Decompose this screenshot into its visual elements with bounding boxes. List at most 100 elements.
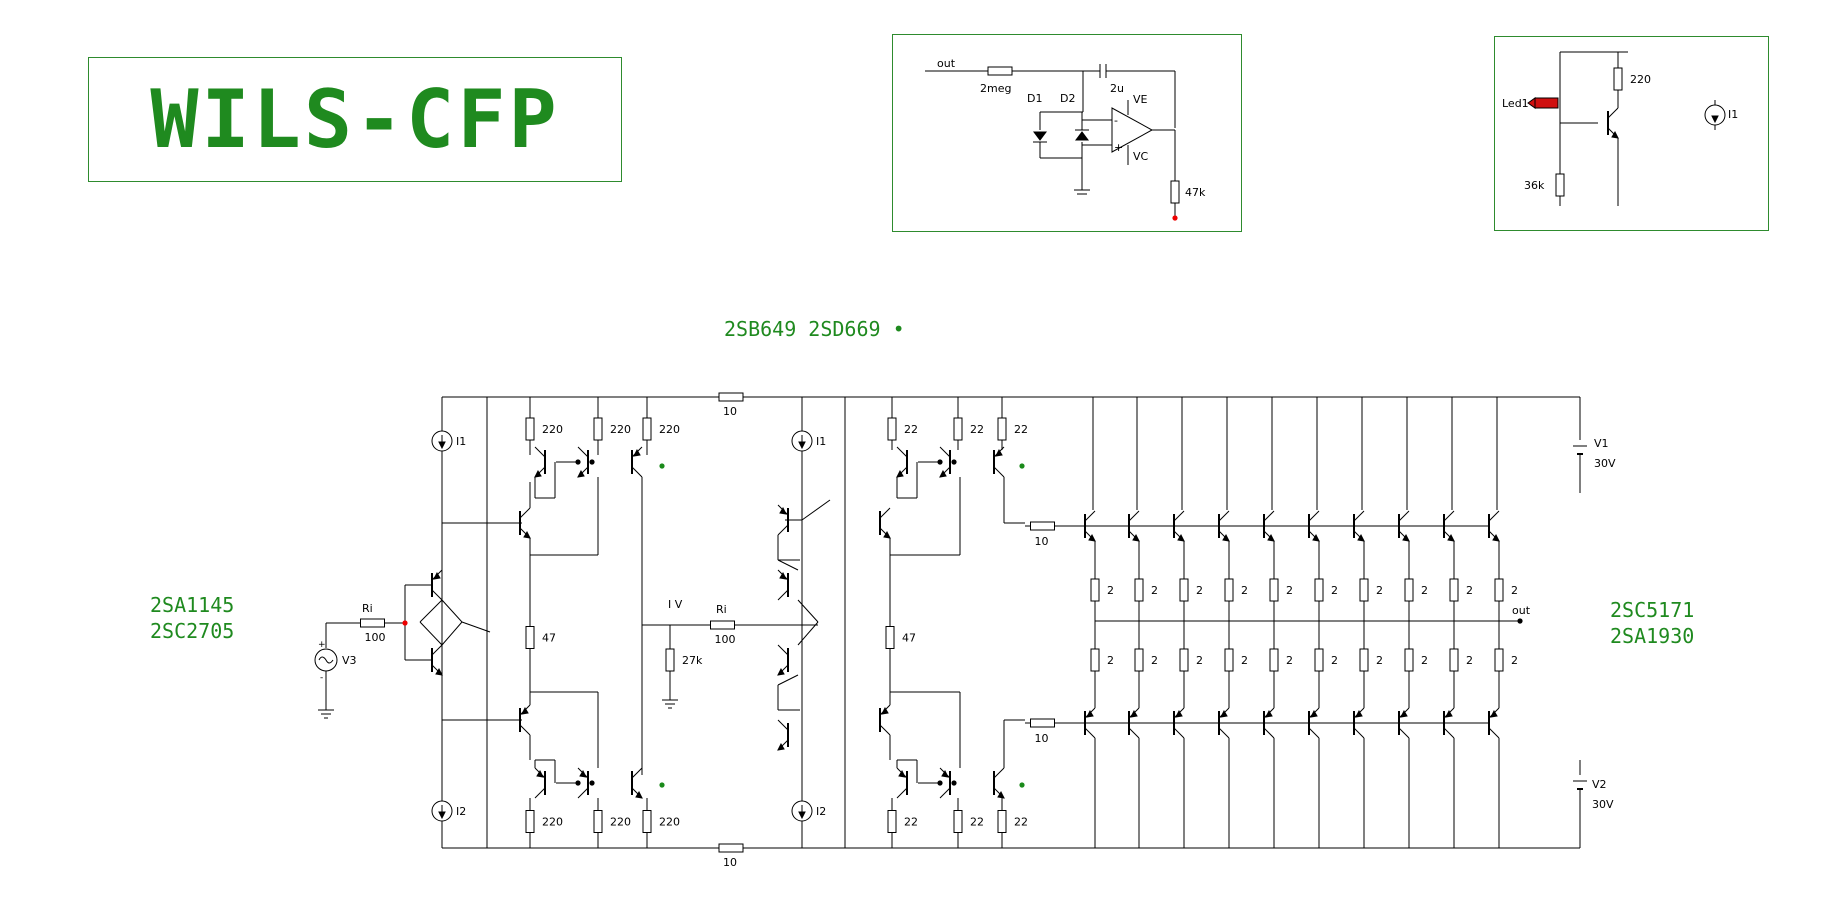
part-label-2sa1930: 2SA1930 [1610,624,1695,648]
output-npn-2 [1173,510,1185,542]
output-npn-8 [1443,510,1455,542]
current-arrow-head [798,441,806,450]
emitter-resistor-top-2 [1179,578,1189,602]
part-label-2sc2705: 2SC2705 [150,619,235,643]
resistor-47-stage2 [885,626,895,649]
emitter-resistor-bot-8 [1449,648,1459,672]
vas-bottom-driver [519,704,531,736]
output-pnp-7 [1398,707,1410,739]
resistor-22-top-2 [997,417,1007,441]
rail-resistor-bottom [718,843,744,853]
label-out-servo: out [937,57,956,70]
resistor-label: 2 [1331,584,1338,597]
resistor-22-bot-0 [887,810,897,833]
emitter-resistor-top-8 [1449,578,1459,602]
resistor-label: 2 [1466,584,1473,597]
gate-resistor-bottom [1030,718,1055,728]
emitter-resistor-top-6 [1359,578,1369,602]
resistor-220-top-0 [525,417,535,441]
resistor-27k [665,648,675,672]
mirror2-top-c [993,446,1005,478]
resistor-label: 47k [1185,186,1206,199]
bias-inset-frame [1494,36,1769,231]
mirror2-top-a [896,446,908,478]
resistor-label: 220 [610,816,631,829]
wire [419,621,443,646]
resistor-label: 10 [723,856,737,869]
output-pnp-5 [1308,707,1320,739]
output-pnp-1 [1128,707,1140,739]
junction-dot [937,459,943,465]
resistor-label: 47 [542,632,556,645]
servo-inset-frame [892,34,1242,232]
emitter-resistor-top-5 [1314,578,1324,602]
resistor-22-bot-2 [997,810,1007,833]
sine-symbol [318,656,334,664]
resistor-label: 22 [970,423,984,436]
servo-resistor-2meg [987,66,1013,76]
resistor-47-stage1 [525,626,535,649]
label-v2: V2 [1592,778,1607,791]
label-v1: V1 [1594,437,1609,450]
output-npn-3 [1218,510,1230,542]
resistor-label: 2 [1241,654,1248,667]
resistor-label: 100 [365,631,386,644]
cfp-bot-b [777,644,789,676]
resistor-label: 2 [1511,654,1518,667]
cfp-bot-c [777,719,789,751]
output-pnp-6 [1353,707,1365,739]
vas-top-driver [519,507,531,539]
mirror2-top-b [939,446,951,478]
resistor-label: 36k [1524,179,1545,192]
resistor-label: 10 [723,405,737,418]
resistor-label: 2 [1196,654,1203,667]
resistor-label: 22 [904,423,918,436]
label-ve: VE [1133,93,1148,106]
servo-resistor-47k [1170,180,1180,204]
emitter-resistor-bot-5 [1314,648,1324,672]
bias-current-arrow [1711,115,1719,124]
diode-d2 [1075,131,1089,141]
mirror2-bot-c [993,767,1005,799]
wire [419,599,443,623]
wire [777,674,799,686]
source-label: I1 [456,435,466,448]
label-vc: VC [1133,150,1149,163]
wire [441,599,463,646]
output-npn-6 [1353,510,1365,542]
probe-dot-bot-1 [659,782,665,788]
input-npn [431,644,443,676]
source-label: I1 [816,435,826,448]
part-label-2sc5171: 2SC5171 [1610,598,1695,622]
output-npn-9 [1488,510,1500,542]
emitter-resistor-top-7 [1404,578,1414,602]
resistor-label: 22 [904,816,918,829]
label-v2-voltage: 30V [1592,798,1614,811]
resistor-label: 2 [1376,584,1383,597]
resistor-label: 220 [1630,73,1651,86]
rail-resistor-top [718,392,744,402]
junction-dot [937,780,943,786]
label-led1: Led1 [1502,97,1529,110]
opamp-plus: + [1114,141,1123,154]
emitter-resistor-bot-2 [1179,648,1189,672]
output-pnp-3 [1218,707,1230,739]
wire [461,621,491,633]
resistor-label: 2 [1286,584,1293,597]
resistor-label: 2 [1466,654,1473,667]
output-pnp-2 [1173,707,1185,739]
circuit-wires [318,51,1716,849]
resistor-label: 220 [659,423,680,436]
resistor-label: 10 [1035,535,1049,548]
resistor-label: 220 [542,423,563,436]
junction-dot [951,459,957,465]
wire [797,621,819,646]
resistor-220-bot-2 [642,810,652,833]
resistor-label: 2 [1241,584,1248,597]
resistor-label: 10 [1035,732,1049,745]
current-arrow-head [438,811,446,820]
resistor-label: 2 [1151,654,1158,667]
resistor-label: 2 [1511,584,1518,597]
led1-tip [1527,97,1536,109]
